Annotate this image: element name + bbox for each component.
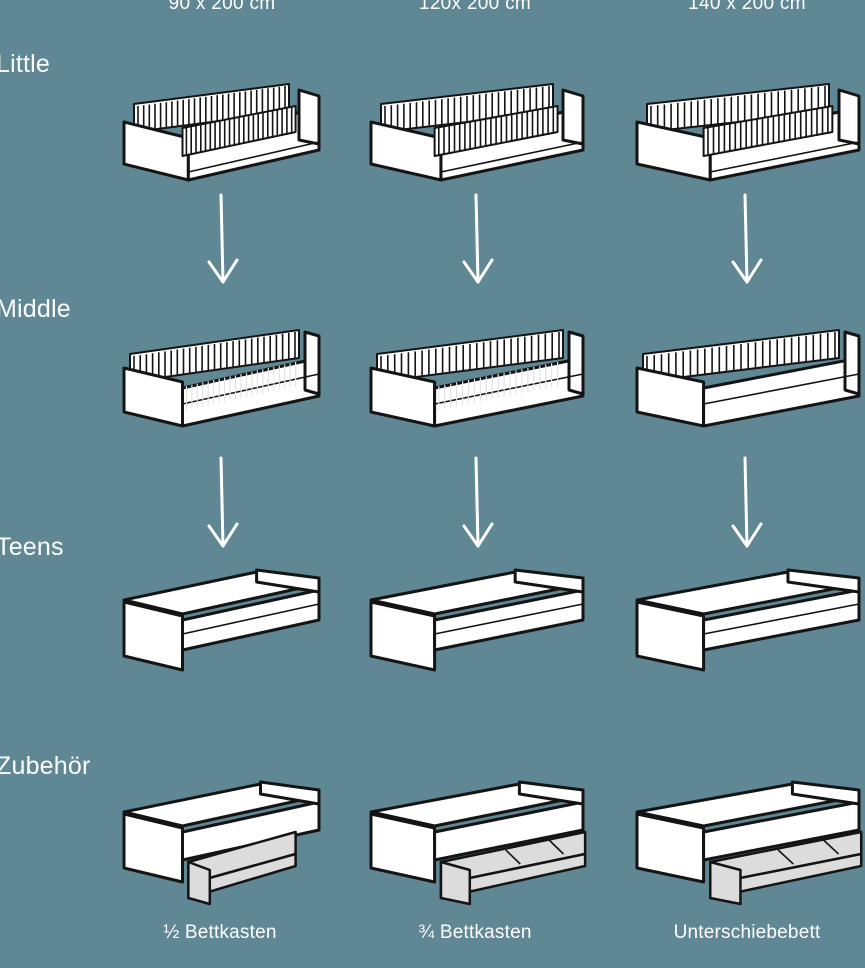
caption-half-drawer: ½ Bettkasten <box>163 922 277 943</box>
bed-middle-2 <box>369 329 585 428</box>
bed-accessory-3 <box>635 780 863 906</box>
bed-teens-1 <box>122 568 321 672</box>
row-label-little: Little <box>0 50 51 78</box>
bed-accessory-1 <box>122 780 321 906</box>
bed-accessory-2 <box>369 780 587 906</box>
caption-trundle-bed: Unterschiebebett <box>673 922 821 943</box>
bed-little-3 <box>635 83 861 182</box>
arrow-middle-to-teens-2 <box>462 456 494 548</box>
arrow-middle-to-teens-1 <box>207 456 239 548</box>
bed-little-2 <box>369 83 585 182</box>
size-label-140: 140 x 200 cm <box>688 0 806 14</box>
row-label-zubehor: Zubehör <box>0 752 91 780</box>
bed-middle-3 <box>635 329 861 428</box>
row-label-teens: Teens <box>0 533 64 561</box>
arrow-little-to-middle-3 <box>731 193 763 284</box>
size-label-90: 90 x 200 cm <box>168 0 276 14</box>
bed-middle-1 <box>122 329 321 428</box>
bed-teens-2 <box>369 568 585 672</box>
size-label-120: 120x 200 cm <box>418 0 532 14</box>
arrow-little-to-middle-1 <box>207 193 239 284</box>
bed-little-1 <box>122 83 321 182</box>
bed-teens-3 <box>635 568 861 672</box>
arrow-little-to-middle-2 <box>462 193 494 284</box>
arrow-middle-to-teens-3 <box>731 456 763 548</box>
row-label-middle: Middle <box>0 295 71 323</box>
caption-three-quarter-drawer: ¾ Bettkasten <box>418 922 532 943</box>
